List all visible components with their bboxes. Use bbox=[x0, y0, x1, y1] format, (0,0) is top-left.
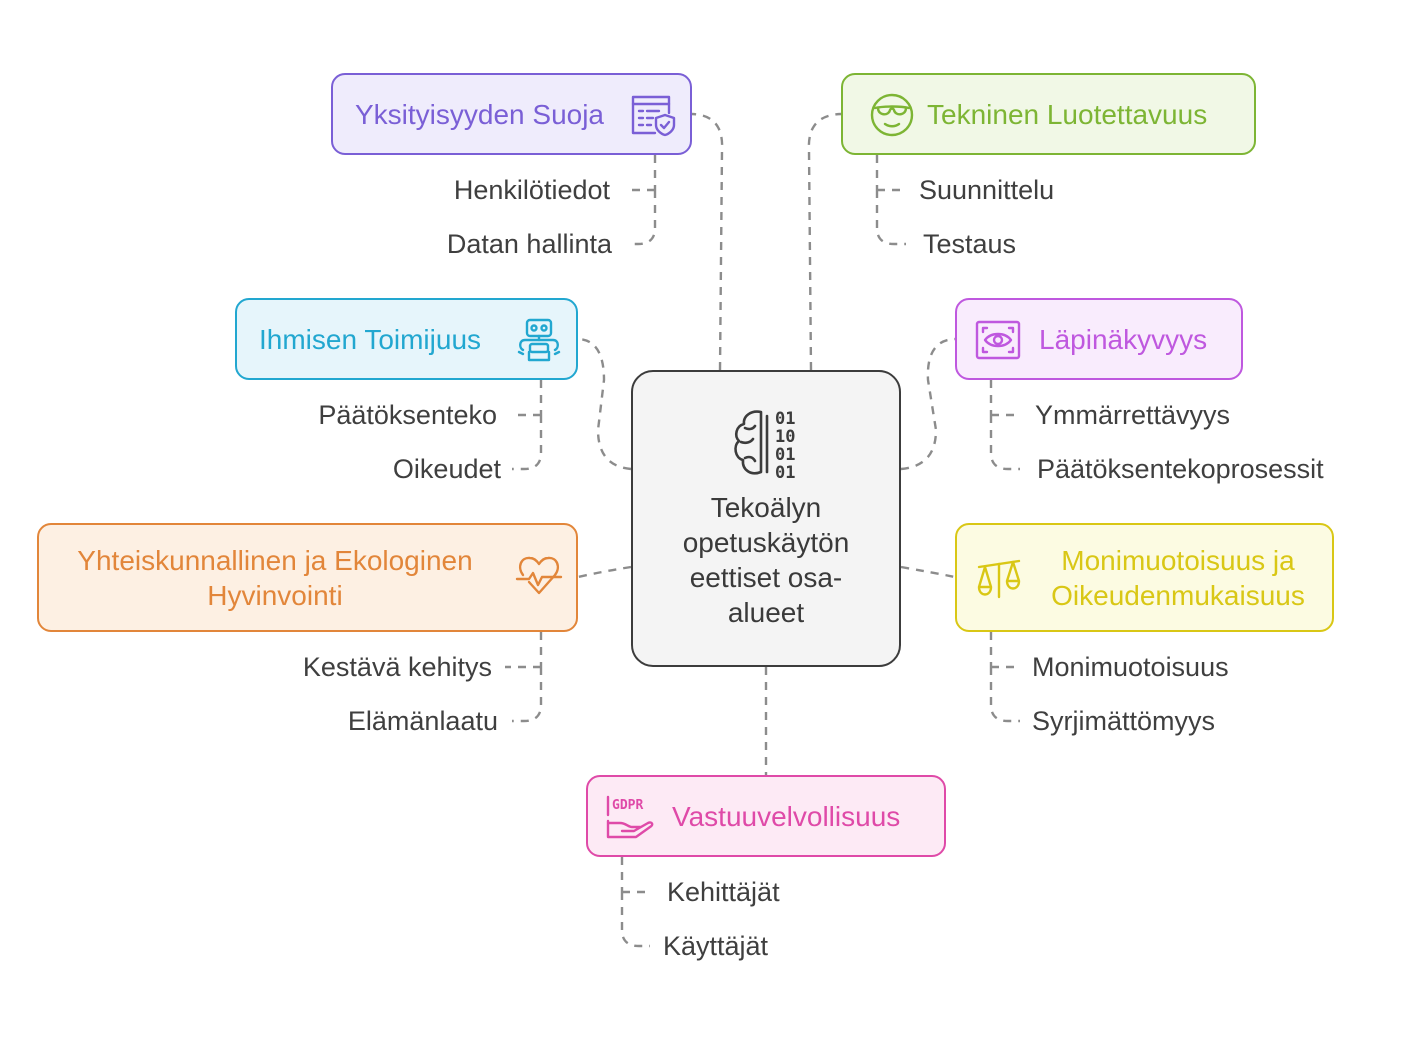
topic-reliability[interactable]: Tekninen Luotettavuus bbox=[841, 73, 1256, 155]
connector-transparency bbox=[900, 337, 956, 471]
eye-scan-icon bbox=[975, 320, 1021, 360]
svg-text:01: 01 bbox=[775, 445, 795, 465]
topic-accountability[interactable]: GDPR Vastuuvelvollisuus bbox=[586, 775, 946, 857]
transparency-item-1: Ymmärrettävyys bbox=[1035, 400, 1231, 430]
central-topic: 01 10 01 01 Tekoälyn opetuskäytön eettis… bbox=[631, 370, 901, 667]
wellbeing-item-1: Kestävä kehitys bbox=[302, 652, 492, 682]
topic-accountability-label: Vastuuvelvollisuus bbox=[672, 800, 901, 832]
svg-text:10: 10 bbox=[775, 427, 795, 447]
topic-wellbeing-label: Yhteiskunnallinen ja Ekologinen Hyvinvoi… bbox=[77, 544, 473, 611]
connector-privacy bbox=[691, 112, 724, 371]
scales-icon bbox=[977, 559, 1021, 599]
robot-icon bbox=[517, 318, 561, 362]
transparency-item-2: Päätöksentekoprosessit bbox=[1037, 454, 1324, 484]
connector-wellbeing bbox=[577, 565, 632, 579]
accountability-item-2: Käyttäjät bbox=[663, 931, 769, 961]
heartbeat-icon bbox=[515, 556, 563, 595]
fairness-item-1: Monimuotoisuus bbox=[1032, 652, 1229, 682]
topic-agency-label: Ihmisen Toimijuus bbox=[259, 323, 482, 355]
topic-privacy-label: Yksityisyyden Suoja bbox=[355, 98, 605, 130]
agency-item-2: Oikeudet bbox=[392, 454, 501, 484]
gdpr-hand-icon: GDPR bbox=[606, 795, 654, 839]
connector-reliability bbox=[807, 112, 842, 371]
data-protection-icon bbox=[631, 95, 676, 137]
goggles-face-icon bbox=[870, 93, 914, 137]
central-title: Tekoälyn opetuskäytön eettiset osa-aluee… bbox=[682, 492, 850, 628]
topic-transparency[interactable]: Läpinäkyvyys bbox=[955, 298, 1243, 380]
svg-text:01: 01 bbox=[775, 409, 795, 429]
connector-agency bbox=[577, 337, 632, 471]
reliability-item-2: Testaus bbox=[923, 229, 1017, 259]
topic-privacy[interactable]: Yksityisyyden Suoja bbox=[331, 73, 692, 155]
topic-reliability-label: Tekninen Luotettavuus bbox=[927, 98, 1208, 130]
topic-fairness[interactable]: Monimuotoisuus ja Oikeudenmukaisuus bbox=[955, 523, 1334, 632]
svg-text:01: 01 bbox=[775, 463, 795, 482]
topic-transparency-label: Läpinäkyvyys bbox=[1039, 323, 1208, 355]
privacy-item-2: Datan hallinta bbox=[446, 229, 612, 259]
agency-item-1: Päätöksenteko bbox=[318, 400, 497, 430]
reliability-item-1: Suunnittelu bbox=[919, 175, 1055, 205]
topic-fairness-label: Monimuotoisuus ja Oikeudenmukaisuus bbox=[1051, 544, 1305, 611]
connector-fairness bbox=[900, 565, 956, 579]
topic-agency[interactable]: Ihmisen Toimijuus bbox=[235, 298, 578, 380]
privacy-item-1: Henkilötiedot bbox=[453, 175, 610, 205]
accountability-item-1: Kehittäjät bbox=[667, 877, 780, 907]
wellbeing-item-2: Elämänlaatu bbox=[347, 706, 498, 736]
brain-binary-icon: 01 10 01 01 bbox=[734, 409, 795, 482]
fairness-item-2: Syrjimättömyys bbox=[1032, 706, 1216, 736]
topic-wellbeing[interactable]: Yhteiskunnallinen ja Ekologinen Hyvinvoi… bbox=[37, 523, 578, 632]
svg-text:GDPR: GDPR bbox=[612, 798, 643, 813]
